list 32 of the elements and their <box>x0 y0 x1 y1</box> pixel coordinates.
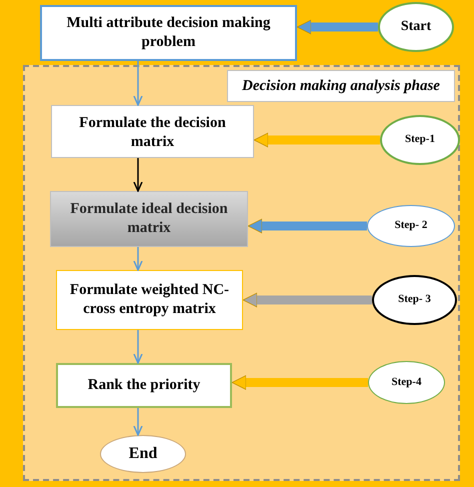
node-label: Formulate weighted NC-cross entropy matrix <box>68 281 230 319</box>
step-ellipse <box>367 205 455 247</box>
node-label: Step-1 <box>405 133 435 147</box>
block-arrow <box>254 132 380 148</box>
arrow <box>133 408 143 436</box>
node-label: Decision making analysis phase <box>242 76 440 96</box>
process-box <box>40 5 297 61</box>
arrow <box>133 158 143 192</box>
arrow <box>133 247 143 271</box>
phase-title-box <box>227 70 455 102</box>
block-arrow <box>242 292 372 308</box>
node-label: Step-4 <box>392 376 422 390</box>
node-label: Start <box>400 18 432 36</box>
process-box <box>56 363 232 408</box>
step-ellipse <box>380 115 460 165</box>
process-box <box>50 191 248 247</box>
process-box <box>51 105 254 158</box>
phase-region <box>23 65 460 481</box>
block-arrow <box>296 20 378 34</box>
node-label: End <box>128 444 158 464</box>
node-label: Step- 3 <box>398 293 431 307</box>
node-label: Formulate the decision matrix <box>78 114 227 152</box>
block-arrow <box>248 218 367 234</box>
node-label: Multi attribute decision making problem <box>66 14 272 52</box>
process-box <box>56 270 243 330</box>
node-label: Step- 2 <box>394 219 428 233</box>
block-arrow <box>232 375 368 390</box>
arrow <box>133 330 143 364</box>
step-ellipse <box>372 275 457 325</box>
node-label: Rank the priority <box>88 376 200 395</box>
node-label: Formulate ideal decision matrix <box>69 200 229 238</box>
arrow <box>133 61 143 106</box>
